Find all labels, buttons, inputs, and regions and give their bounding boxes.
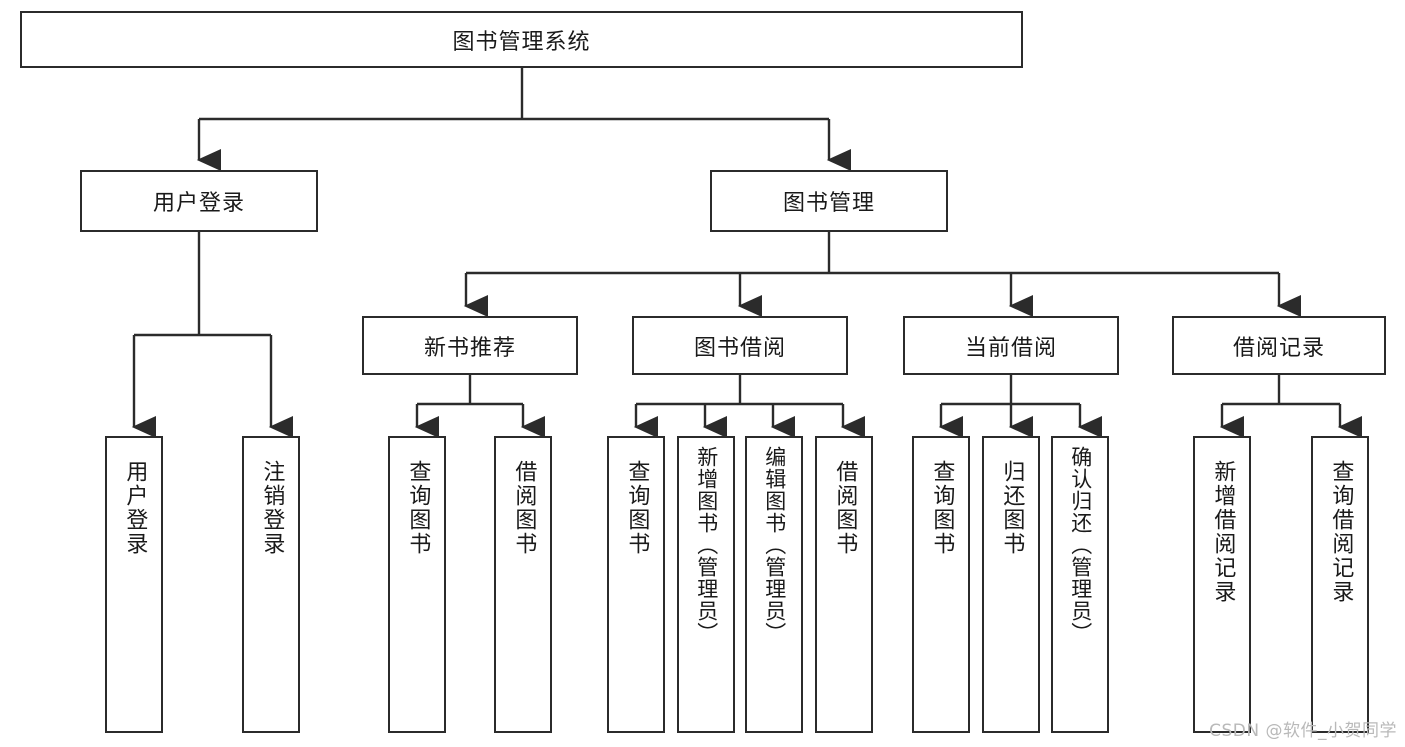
leaf-borrow-record-1-label: 查询借阅记录 <box>1328 460 1354 604</box>
leaf-borrow-record-0-label: 新增借阅记录 <box>1210 460 1236 604</box>
watermark: CSDN @软件_小贺同学 <box>1209 721 1397 741</box>
leaf-book-borrow-0[interactable]: 查询图书 <box>607 436 665 733</box>
node-borrow-record[interactable]: 借阅记录 <box>1172 316 1386 375</box>
leaf-current-borrow-0[interactable]: 查询图书 <box>912 436 970 733</box>
leaf-book-borrow-2[interactable]: 编辑图书（管理员） <box>745 436 803 733</box>
leaf-new-book-0-label: 查询图书 <box>405 460 431 556</box>
node-user-login[interactable]: 用户登录 <box>80 170 318 232</box>
node-root[interactable]: 图书管理系统 <box>20 11 1023 68</box>
leaf-new-book-0[interactable]: 查询图书 <box>388 436 446 733</box>
leaf-book-borrow-3[interactable]: 借阅图书 <box>815 436 873 733</box>
leaf-book-borrow-3-label: 借阅图书 <box>832 460 858 556</box>
node-new-book-recommend-label: 新书推荐 <box>423 335 516 361</box>
leaf-user-login-1-label: 注销登录 <box>259 460 285 556</box>
node-book-borrow[interactable]: 图书借阅 <box>632 316 848 375</box>
node-book-manage[interactable]: 图书管理 <box>710 170 948 232</box>
leaf-book-borrow-1[interactable]: 新增图书（管理员） <box>677 436 735 733</box>
leaf-current-borrow-0-label: 查询图书 <box>929 460 955 556</box>
node-borrow-record-label: 借阅记录 <box>1232 335 1325 361</box>
leaf-user-login-0[interactable]: 用户登录 <box>105 436 163 733</box>
leaf-book-borrow-1-label: 新增图书（管理员） <box>694 446 719 644</box>
node-new-book-recommend[interactable]: 新书推荐 <box>362 316 578 375</box>
leaf-current-borrow-2-label: 确认归还（管理员） <box>1068 446 1093 644</box>
node-current-borrow-label: 当前借阅 <box>964 335 1057 361</box>
leaf-new-book-1[interactable]: 借阅图书 <box>494 436 552 733</box>
node-user-login-label: 用户登录 <box>152 191 245 216</box>
node-book-manage-label: 图书管理 <box>782 191 875 216</box>
leaf-user-login-1[interactable]: 注销登录 <box>242 436 300 733</box>
leaf-book-borrow-0-label: 查询图书 <box>624 460 650 556</box>
leaf-book-borrow-2-label: 编辑图书（管理员） <box>762 446 787 644</box>
node-root-label: 图书管理系统 <box>452 29 591 55</box>
leaf-current-borrow-1[interactable]: 归还图书 <box>982 436 1040 733</box>
node-current-borrow[interactable]: 当前借阅 <box>903 316 1119 375</box>
leaf-current-borrow-1-label: 归还图书 <box>999 460 1025 556</box>
leaf-current-borrow-2[interactable]: 确认归还（管理员） <box>1051 436 1109 733</box>
leaf-borrow-record-0[interactable]: 新增借阅记录 <box>1193 436 1251 733</box>
leaf-user-login-0-label: 用户登录 <box>122 460 148 556</box>
leaf-borrow-record-1[interactable]: 查询借阅记录 <box>1311 436 1369 733</box>
leaf-new-book-1-label: 借阅图书 <box>511 460 537 556</box>
node-book-borrow-label: 图书借阅 <box>693 335 786 361</box>
